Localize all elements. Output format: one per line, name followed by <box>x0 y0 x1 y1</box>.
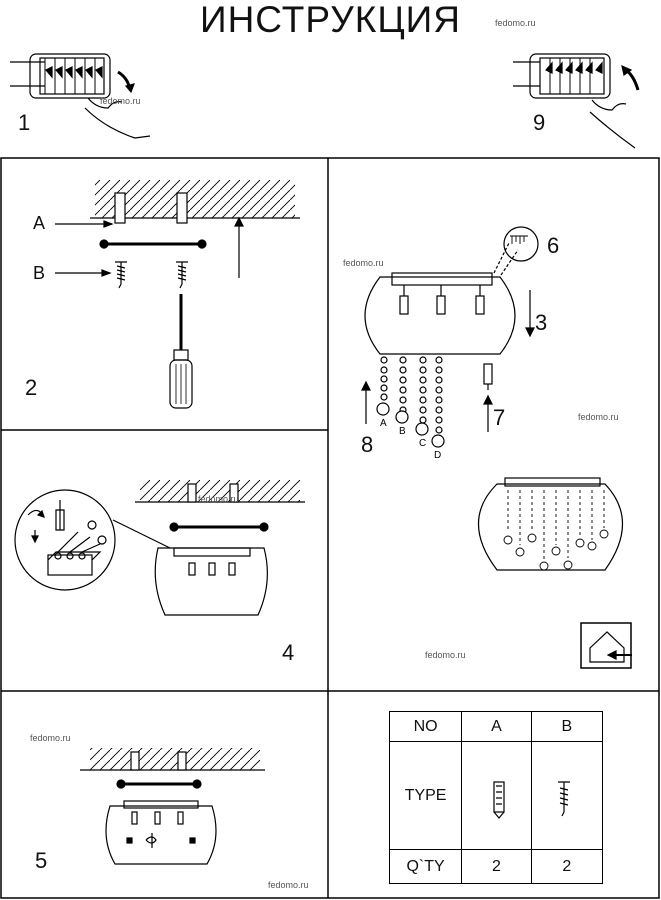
table-header-no: NO <box>388 711 463 742</box>
step-number-7: 7 <box>493 405 506 430</box>
crystal-label: D <box>434 450 442 461</box>
step4-wiring <box>14 480 305 616</box>
watermark: fedomo.ru <box>198 494 239 504</box>
crystal-label: C <box>419 438 427 449</box>
table-qty-a: 2 <box>461 849 532 884</box>
step-number-2: 2 <box>25 375 38 400</box>
table-type-b <box>530 741 604 850</box>
table-qty-b: 2 <box>530 849 604 884</box>
table-header-b: B <box>530 711 604 742</box>
watermark: fedomo.ru <box>578 412 619 422</box>
panel-grid <box>0 157 660 899</box>
page-title: ИНСТРУКЦИЯ <box>199 0 461 40</box>
table-type-a <box>461 741 532 850</box>
watermark: fedomo.ru <box>425 650 466 660</box>
table-header-a: A <box>461 711 532 742</box>
step-number-9: 9 <box>533 110 546 135</box>
step-number-5: 5 <box>35 848 48 873</box>
watermark: fedomo.ru <box>100 96 141 106</box>
table-qty-label: Q`TY <box>388 849 463 884</box>
watermark: fedomo.ru <box>30 733 71 743</box>
step-number-6: 6 <box>547 233 560 258</box>
crystal-strands <box>376 356 445 448</box>
step-number-3: 3 <box>535 310 548 335</box>
table-type-label: TYPE <box>388 741 463 850</box>
crystal-label: A <box>380 418 387 429</box>
breaker-panel-step9 <box>513 53 640 149</box>
watermark: fedomo.ru <box>495 18 536 28</box>
parts-table: NO A B TYPE Q`TY 2 2 <box>388 711 604 884</box>
label-b: B <box>33 263 46 283</box>
step5-install <box>80 748 265 865</box>
label-a: A <box>33 213 46 233</box>
assembled-lamp <box>478 477 623 571</box>
crystal-label: B <box>399 426 406 437</box>
step-number-1: 1 <box>18 110 31 135</box>
step-number-8: 8 <box>361 432 374 457</box>
step3-lamp-exploded <box>361 226 539 448</box>
step-number-4: 4 <box>282 640 295 665</box>
watermark: fedomo.ru <box>268 880 309 890</box>
step2-mounting <box>55 180 300 409</box>
breaker-panel-step1 <box>10 53 151 139</box>
watermark: fedomo.ru <box>343 258 384 268</box>
indoor-use-icon <box>580 622 632 669</box>
